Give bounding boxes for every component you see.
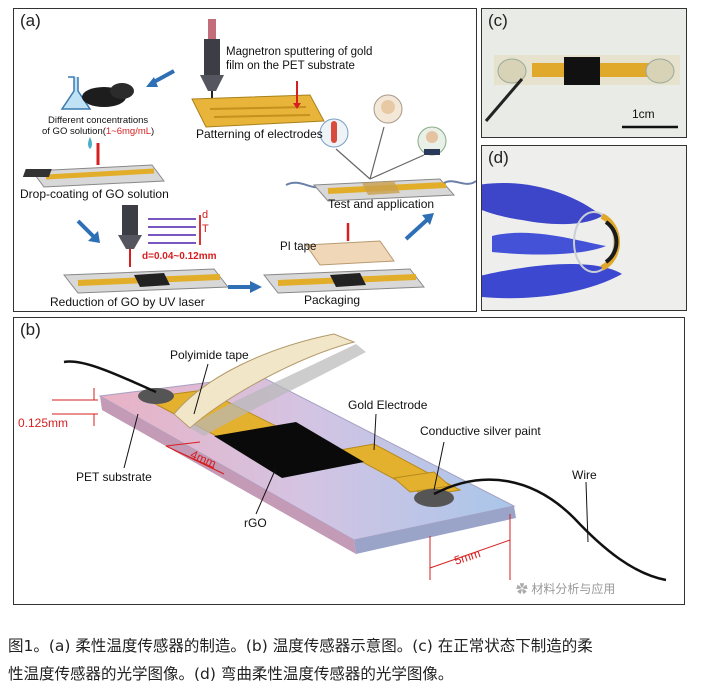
silver-paint-right <box>414 489 454 507</box>
concentrations-line2c: ) <box>151 126 155 137</box>
concentrations-label: Different concentrations of GO solution(… <box>42 115 154 137</box>
panel-d-label: (d) <box>488 148 509 167</box>
patterning-label: Patterning of electrodes <box>196 127 323 141</box>
beaker-icon <box>60 76 134 110</box>
wire-right <box>433 478 667 582</box>
pi-tape-label: PI tape <box>280 241 317 253</box>
packaging-substrate <box>263 268 425 294</box>
watermark: ✿ 材料分析与应用 <box>516 580 615 597</box>
panel-d: (d) <box>481 145 687 311</box>
laser-head-icon <box>118 205 142 267</box>
T-symbol: T <box>202 223 209 235</box>
watermark-text: 材料分析与应用 <box>531 582 616 596</box>
silver-paint-label: Conductive silver paint <box>420 424 541 438</box>
pet-label: PET substrate <box>76 470 152 484</box>
panel-a-illustration <box>22 19 476 294</box>
test-substrate <box>285 178 476 202</box>
panel-b-label: (b) <box>20 320 41 339</box>
silver-paint-left <box>138 388 174 404</box>
sputter-gun-icon <box>200 19 224 103</box>
figure-caption: 图1。(a) 柔性温度传感器的制造。(b) 温度传感器示意图。(c) 在正常状态… <box>8 632 703 688</box>
thickness-dimension <box>52 388 98 426</box>
packaging-label: Packaging <box>304 293 361 307</box>
concentrations-range: 1~6mg/mL <box>105 126 152 137</box>
concentrations-line2a: of GO solution( <box>42 126 106 137</box>
wire-label: Wire <box>572 468 597 482</box>
sputter-label: Magnetron sputtering of gold film on the… <box>226 46 373 72</box>
polyimide-tape <box>173 333 366 436</box>
test-lines <box>335 126 425 180</box>
test-icons <box>319 94 447 156</box>
polyimide-label: Polyimide tape <box>170 348 249 362</box>
rgo-label: rGO <box>244 516 267 530</box>
test-label: Test and application <box>328 197 435 211</box>
sensor-photo-flat <box>484 55 680 129</box>
concentrations-line1: Different concentrations <box>48 115 149 126</box>
panel-b: (b) Polyimide tape Gold Electrode Conduc… <box>13 317 685 605</box>
scan-pattern <box>148 215 201 245</box>
wechat-icon: ✿ <box>516 582 532 596</box>
arrow-to-beaker <box>151 69 175 85</box>
scale-label: 1cm <box>632 107 655 121</box>
width5-dimension <box>429 514 511 580</box>
patterning-substrate <box>191 81 325 128</box>
tweezers-icon <box>484 78 524 122</box>
gold-electrode-label: Gold Electrode <box>348 398 428 412</box>
panel-a: (a) Magnetron sputtering of gold film on… <box>13 8 477 312</box>
reduction-label: Reduction of GO by UV laser <box>50 295 205 309</box>
sensor-photo-bent <box>482 183 622 299</box>
drop-icon <box>88 137 92 149</box>
panel-c: (c) 1cm <box>481 8 687 138</box>
caption-line-1: 图1。(a) 柔性温度传感器的制造。(b) 温度传感器示意图。(c) 在正常状态… <box>8 637 593 655</box>
thickness-label: 0.125mm <box>18 416 69 430</box>
d-symbol: d <box>202 209 209 221</box>
panel-b-illustration <box>52 333 667 582</box>
reduction-substrate <box>63 268 229 294</box>
rgo-layer <box>214 422 364 478</box>
caption-line-2: 性温度传感器的光学图像。(d) 弯曲柔性温度传感器的光学图像。 <box>8 665 454 683</box>
pi-tape <box>305 223 395 266</box>
panel-a-label: (a) <box>20 11 41 30</box>
dropcoat-label: Drop-coating of GO solution <box>20 187 169 201</box>
dropcoat-substrate <box>22 143 165 188</box>
width4-dimension <box>165 441 225 475</box>
arrow-down-right <box>76 219 96 239</box>
panel-c-label: (c) <box>488 11 508 30</box>
leader-lines <box>123 363 589 543</box>
arrow-up-right <box>404 217 430 241</box>
d-range-label: d=0.04~0.12mm <box>142 251 217 262</box>
wire-left <box>63 360 157 394</box>
